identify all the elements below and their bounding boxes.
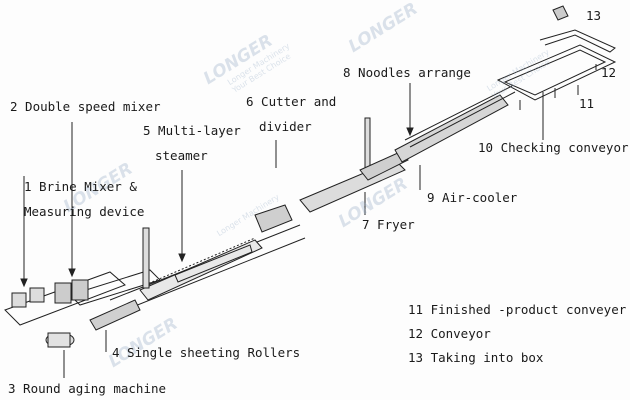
label-checking-conveyor: 10 Checking conveyor bbox=[478, 140, 629, 155]
sheeting-rollers bbox=[89, 299, 141, 331]
label-single-sheeting-rollers: 4 Single sheeting Rollers bbox=[112, 345, 301, 360]
callout-11: 11 bbox=[579, 96, 595, 111]
label-noodles-arrange: 8 Noodles arrange bbox=[343, 65, 471, 80]
mixer-box-3 bbox=[54, 282, 72, 304]
steamer-chimney bbox=[142, 227, 150, 289]
mixer-box-1 bbox=[11, 292, 27, 308]
legend-conveyor: 12 Conveyor bbox=[408, 326, 491, 341]
label-cutter-divider-1: 6 Cutter and bbox=[246, 94, 337, 109]
label-round-aging-machine: 3 Round aging machine bbox=[8, 381, 167, 396]
box-conveyor bbox=[539, 29, 616, 53]
cutter-unit bbox=[254, 204, 293, 233]
callout-12: 12 bbox=[601, 65, 617, 80]
label-double-speed-mixer: 2 Double speed mixer bbox=[10, 99, 161, 114]
steamer-body bbox=[139, 239, 263, 301]
legend-taking-into-box: 13 Taking into box bbox=[408, 350, 544, 365]
label-air-cooler: 9 Air-cooler bbox=[427, 190, 518, 205]
legend-finished-product-conveyer: 11 Finished -product conveyer bbox=[408, 302, 627, 317]
mixer-box-2 bbox=[29, 287, 45, 303]
checking-conveyor bbox=[496, 44, 617, 101]
label-brine-mixer-1: 1 Brine Mixer & bbox=[24, 179, 137, 194]
label-cutter-divider-2: divider bbox=[259, 119, 312, 134]
callout-13: 13 bbox=[586, 8, 602, 23]
label-multi-layer-steamer-1: 5 Multi-layer bbox=[143, 123, 241, 138]
label-multi-layer-steamer-2: steamer bbox=[155, 148, 208, 163]
label-brine-mixer-2: Measuring device bbox=[24, 204, 145, 219]
label-fryer: 7 Fryer bbox=[362, 217, 415, 232]
mixer-box-4 bbox=[71, 279, 89, 301]
air-cooler bbox=[394, 94, 509, 163]
